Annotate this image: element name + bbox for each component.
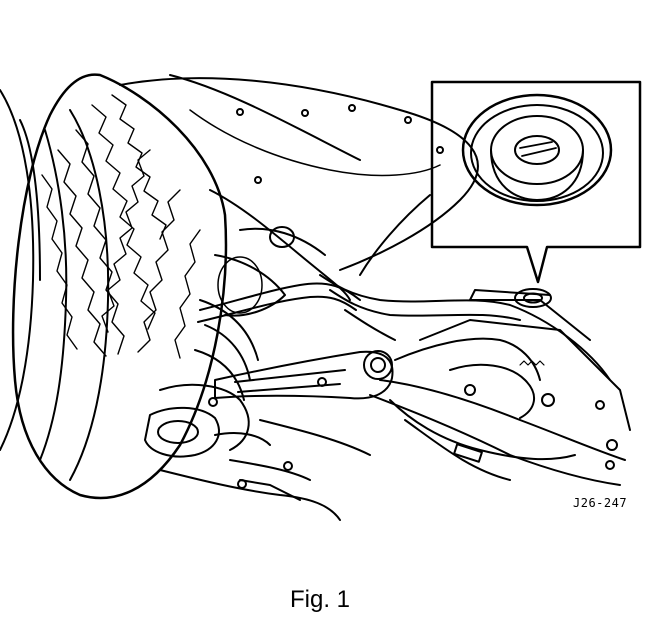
figure-reference-code: J26-247	[573, 496, 628, 510]
tire-icon	[0, 73, 228, 500]
figure-caption: Fig. 1	[289, 586, 351, 613]
grommet-icon	[514, 288, 552, 308]
magnifier-callout-icon	[430, 80, 642, 284]
